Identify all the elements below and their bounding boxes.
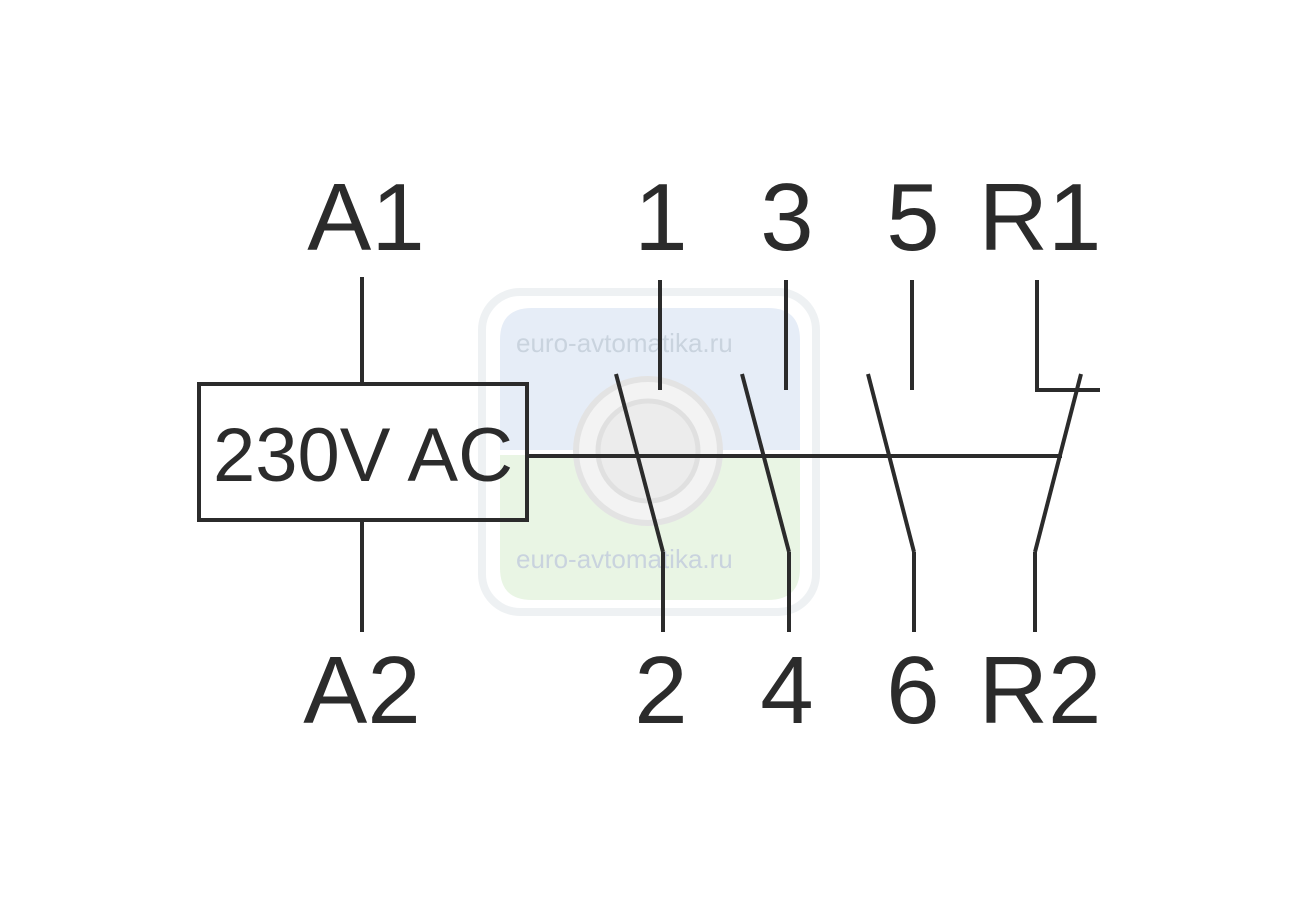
- terminal-r2-label: R2: [979, 637, 1102, 744]
- watermark-outer-frame: [478, 288, 820, 616]
- contact-5-6: [866, 280, 916, 632]
- terminal-a2-label: A2: [303, 637, 420, 744]
- terminal-4-label: 4: [760, 637, 813, 744]
- terminal-6-label: 6: [886, 637, 939, 744]
- terminal-1-label: 1: [634, 164, 687, 271]
- watermark-logo-core: [595, 398, 701, 504]
- contact-3-4-blade: [740, 373, 791, 553]
- watermark-top-text: euro-avtomatika.ru: [516, 328, 733, 358]
- contact-r1-top-lead: [1035, 280, 1100, 392]
- watermark: euro-avtomatika.ru euro-avtomatika.ru: [478, 288, 820, 616]
- terminal-5-label: 5: [886, 164, 939, 271]
- coil: 230V AC: [197, 277, 529, 632]
- coil-label: 230V AC: [213, 413, 513, 498]
- contact-1-2: [614, 280, 665, 632]
- contact-5-6-blade: [866, 373, 916, 553]
- terminal-2-label: 2: [634, 637, 687, 744]
- contact-3-4: [740, 280, 791, 632]
- terminal-3-label: 3: [760, 164, 813, 271]
- contact-1-2-blade: [614, 373, 665, 553]
- terminal-a1-label: A1: [307, 164, 424, 271]
- contact-r1-r2-blade: [1033, 373, 1083, 553]
- terminal-r1-label: R1: [979, 164, 1102, 271]
- terminal-labels: A1 A2 1 2 3 4 5 6 R1 R2: [303, 164, 1101, 744]
- watermark-bottom-text: euro-avtomatika.ru: [516, 544, 733, 574]
- watermark-bottom-panel: [500, 455, 800, 600]
- contact-r1-r2: [1033, 280, 1100, 632]
